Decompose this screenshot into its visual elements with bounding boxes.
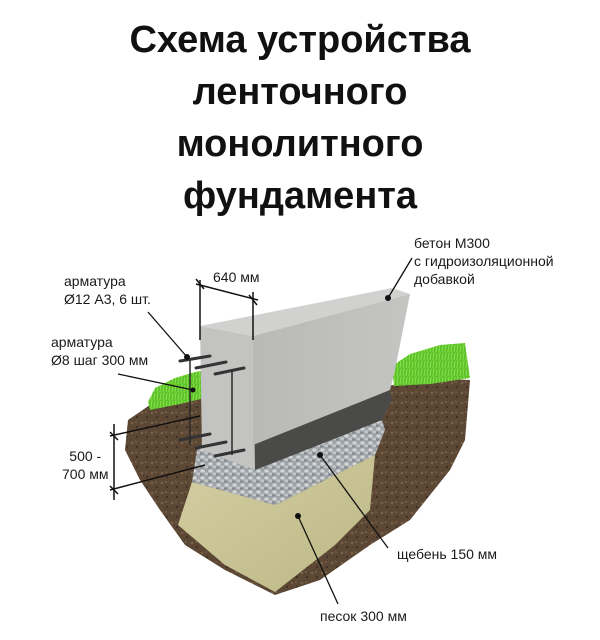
label-sand: песок 300 мм bbox=[320, 608, 407, 624]
label-gravel: щебень 150 мм bbox=[397, 546, 498, 562]
label-concrete-line-3: добавкой bbox=[414, 271, 475, 287]
label-concrete-line-1: бетон М300 bbox=[414, 235, 490, 251]
label-rebar-main-line-2: Ø12 А3, 6 шт. bbox=[64, 291, 151, 307]
label-width: 640 мм bbox=[213, 269, 260, 285]
label-depth-line-1: 500 - bbox=[69, 448, 102, 464]
sand-layer bbox=[178, 455, 375, 592]
label-rebar-main-line-1: арматура bbox=[64, 273, 126, 289]
width-dimension-line bbox=[195, 278, 259, 340]
title-line-4: фундамента bbox=[182, 175, 418, 217]
label-depth-line-2: 700 мм bbox=[62, 466, 109, 482]
concrete-side-face bbox=[253, 294, 410, 445]
leader-lines bbox=[117, 257, 413, 605]
diagram-title: Схема устройства ленточного монолитного … bbox=[0, 14, 600, 222]
leader-dots bbox=[184, 295, 391, 519]
label-depth: 500 - 700 мм bbox=[62, 447, 109, 483]
waterproofing-layer bbox=[253, 390, 392, 470]
gravel-layer bbox=[192, 420, 385, 505]
rebar-cage bbox=[178, 354, 246, 458]
label-rebar-stirrup-line-1: арматура bbox=[51, 334, 113, 350]
title-line-3: монолитного bbox=[176, 123, 424, 165]
grass-right bbox=[392, 343, 470, 386]
depth-dimension-line bbox=[109, 415, 206, 500]
title-line-1: Схема устройства bbox=[129, 19, 471, 61]
concrete-front-face bbox=[200, 326, 255, 470]
label-rebar-main: арматура Ø12 А3, 6 шт. bbox=[64, 272, 151, 308]
label-concrete-line-2: с гидроизоляционной bbox=[414, 253, 554, 269]
label-rebar-stirrup: арматура Ø8 шаг 300 мм bbox=[51, 333, 148, 369]
label-rebar-stirrup-line-2: Ø8 шаг 300 мм bbox=[51, 352, 149, 368]
label-concrete: бетон М300 с гидроизоляционной добавкой bbox=[414, 234, 554, 288]
title-line-2: ленточного bbox=[192, 71, 408, 113]
rebar-stirrups bbox=[189, 360, 233, 455]
